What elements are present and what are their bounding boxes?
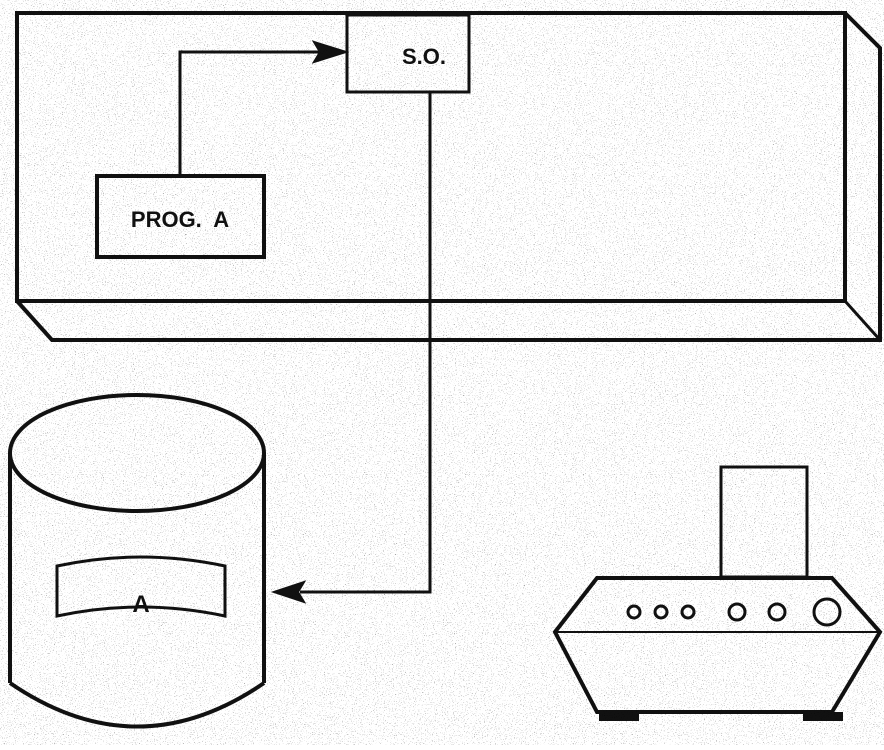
printer-device bbox=[555, 467, 880, 721]
paper-sheet bbox=[721, 467, 807, 577]
control-knobs bbox=[628, 599, 840, 625]
os-box: S.O. bbox=[347, 15, 469, 92]
program-box: PROG. A bbox=[97, 176, 264, 257]
os-box-label: S.O. bbox=[402, 44, 446, 69]
call-arrow bbox=[180, 42, 346, 176]
arrowhead-left-icon bbox=[274, 582, 304, 602]
disk-file-label: A bbox=[132, 591, 149, 618]
printer-foot-right bbox=[803, 712, 843, 721]
program-box-label: PROG. A bbox=[131, 207, 229, 232]
io-arrow bbox=[274, 92, 430, 602]
disk-cylinder: A bbox=[10, 395, 264, 727]
printer-foot-left bbox=[599, 712, 639, 721]
